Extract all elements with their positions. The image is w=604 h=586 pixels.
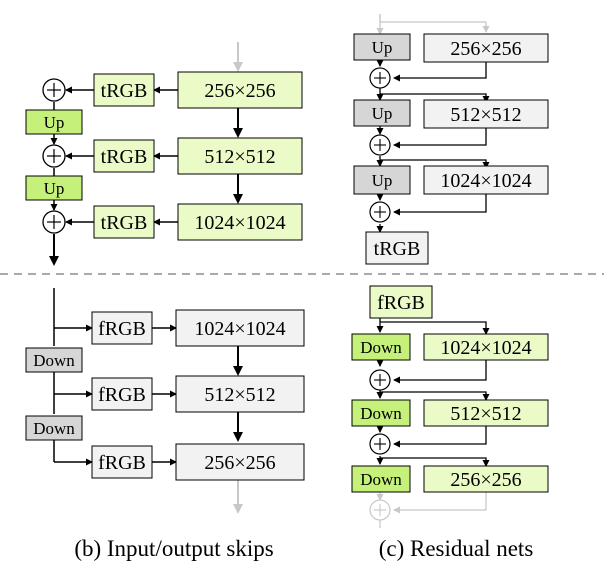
- svg-text:512×512: 512×512: [204, 146, 275, 168]
- svg-text:1024×1024: 1024×1024: [440, 170, 531, 192]
- frgb-box: fRGB: [91, 377, 153, 411]
- svg-text:Up: Up: [44, 113, 65, 132]
- plus-node: [42, 144, 66, 168]
- svg-text:fRGB: fRGB: [377, 292, 425, 314]
- up-box: Up: [353, 99, 411, 127]
- svg-text:Down: Down: [360, 404, 402, 423]
- down-box: Down: [25, 415, 83, 441]
- svg-text:Up: Up: [372, 38, 393, 57]
- up-box: Up: [25, 175, 83, 201]
- plus-node-faded: [369, 499, 391, 521]
- svg-text:fRGB: fRGB: [98, 318, 146, 340]
- discriminator-block: 1024×1024: [175, 309, 305, 347]
- svg-text:Down: Down: [360, 470, 402, 489]
- plus-node: [369, 67, 391, 89]
- up-box: Up: [353, 33, 411, 61]
- svg-text:Up: Up: [44, 179, 65, 198]
- svg-text:Up: Up: [372, 171, 393, 190]
- svg-text:Up: Up: [372, 104, 393, 123]
- down-box: Down: [351, 399, 411, 427]
- trgb-box: tRGB: [365, 231, 429, 265]
- generator-block: 512×512: [423, 99, 549, 129]
- svg-text:256×256: 256×256: [204, 452, 275, 474]
- discriminator-block: 256×256: [423, 465, 549, 493]
- trgb-box: tRGB: [93, 73, 155, 107]
- down-box: Down: [351, 465, 411, 493]
- svg-text:256×256: 256×256: [450, 38, 521, 60]
- generator-block: 1024×1024: [177, 203, 303, 241]
- generator-block: 256×256: [423, 33, 549, 63]
- svg-text:fRGB: fRGB: [98, 452, 146, 474]
- trgb-box: tRGB: [93, 139, 155, 173]
- discriminator-block: 256×256: [175, 443, 305, 481]
- caption-b: (b) Input/output skips: [74, 536, 273, 561]
- generator-block: 256×256: [177, 71, 303, 109]
- frgb-box: fRGB: [369, 285, 433, 319]
- svg-text:512×512: 512×512: [204, 384, 275, 406]
- svg-text:fRGB: fRGB: [98, 384, 146, 406]
- plus-node: [369, 134, 391, 156]
- up-box: Up: [25, 109, 83, 135]
- discriminator-block: 512×512: [175, 375, 305, 413]
- down-box: Down: [351, 333, 411, 361]
- generator-block: 1024×1024: [423, 165, 549, 195]
- panel-c-discriminator: [376, 318, 490, 528]
- frgb-box: fRGB: [91, 445, 153, 479]
- up-box: Up: [353, 165, 411, 195]
- svg-text:Down: Down: [33, 351, 75, 370]
- svg-text:tRGB: tRGB: [101, 212, 148, 234]
- svg-text:512×512: 512×512: [450, 104, 521, 126]
- svg-text:256×256: 256×256: [450, 469, 521, 491]
- trgb-box: tRGB: [93, 205, 155, 239]
- svg-text:Down: Down: [33, 419, 75, 438]
- svg-text:tRGB: tRGB: [101, 146, 148, 168]
- generator-block: 512×512: [177, 137, 303, 175]
- plus-node: [42, 210, 66, 234]
- svg-text:1024×1024: 1024×1024: [440, 337, 531, 359]
- plus-node: [369, 369, 391, 391]
- down-box: Down: [25, 347, 83, 373]
- svg-text:tRGB: tRGB: [374, 238, 421, 260]
- svg-text:1024×1024: 1024×1024: [194, 318, 285, 340]
- svg-text:256×256: 256×256: [204, 80, 275, 102]
- frgb-box: fRGB: [91, 311, 153, 345]
- discriminator-block: 1024×1024: [423, 333, 549, 361]
- svg-text:tRGB: tRGB: [101, 80, 148, 102]
- svg-text:Down: Down: [360, 338, 402, 357]
- panel-b-discriminator: [53, 288, 243, 514]
- plus-node: [369, 433, 391, 455]
- panel-c-generator: [376, 14, 490, 233]
- caption-c: (c) Residual nets: [379, 536, 534, 561]
- plus-node: [42, 78, 66, 102]
- discriminator-block: 512×512: [423, 399, 549, 427]
- svg-text:512×512: 512×512: [450, 403, 521, 425]
- svg-text:1024×1024: 1024×1024: [194, 212, 285, 234]
- plus-node: [369, 201, 391, 223]
